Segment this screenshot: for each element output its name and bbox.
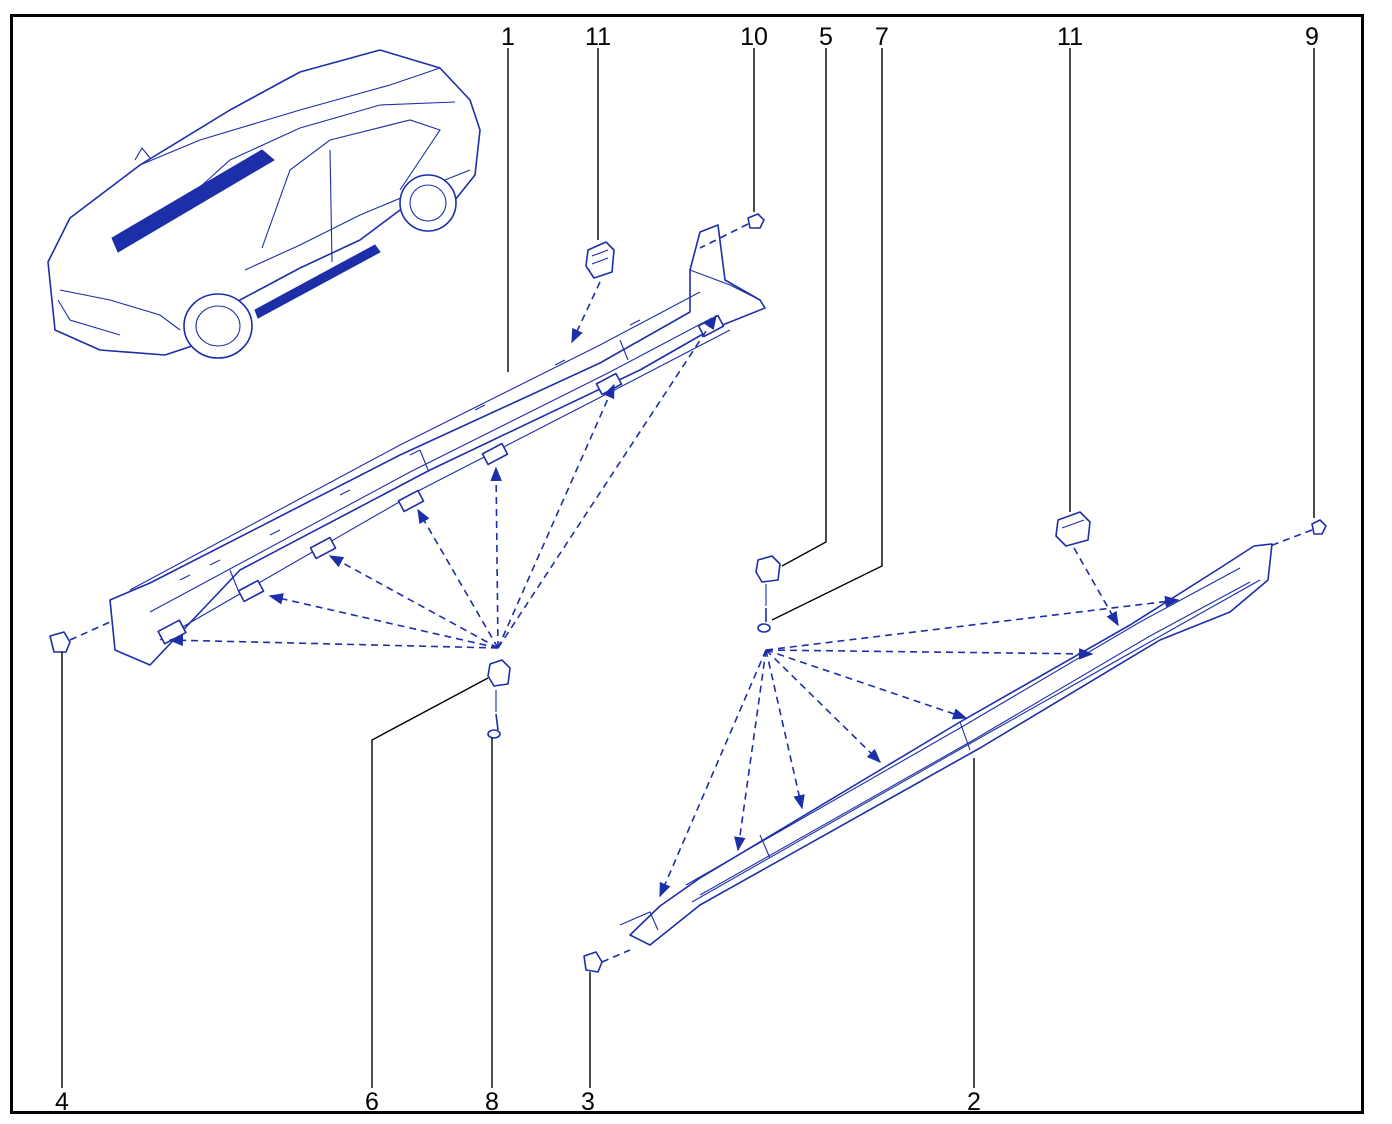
trim-clip-6-icon bbox=[487, 659, 511, 687]
trim-clip-5-icon bbox=[755, 555, 781, 583]
callout-8: 8 bbox=[485, 1088, 499, 1116]
callout-2: 2 bbox=[967, 1088, 981, 1116]
callout-6: 6 bbox=[365, 1088, 379, 1116]
trim-screw-8-icon bbox=[487, 713, 501, 739]
leader-lines bbox=[61, 48, 1315, 1088]
assembly-arrows-front bbox=[69, 223, 749, 712]
callout-1: 1 bbox=[501, 23, 515, 51]
trim-screw-7-icon bbox=[757, 608, 771, 633]
car-location-icon bbox=[47, 49, 481, 359]
callout-11-top: 11 bbox=[585, 23, 611, 51]
trim-fastener-4-icon bbox=[49, 631, 71, 653]
callout-3: 3 bbox=[581, 1088, 595, 1116]
callout-4: 4 bbox=[55, 1088, 69, 1116]
trim-nut-9-icon bbox=[1311, 519, 1327, 535]
callout-9: 9 bbox=[1305, 23, 1319, 51]
trim-clip-11-top-icon bbox=[585, 241, 615, 279]
callout-11-right: 11 bbox=[1057, 23, 1083, 51]
assembly-arrows-rear bbox=[601, 529, 1313, 963]
diagram-frame bbox=[10, 14, 1364, 1114]
trim-clip-11-bottom-icon bbox=[1055, 511, 1091, 547]
callout-labels: 1 11 10 5 7 11 9 4 6 8 3 2 bbox=[55, 23, 1319, 1116]
callout-5: 5 bbox=[819, 23, 833, 51]
callout-7: 7 bbox=[875, 23, 889, 51]
trim-nut-10-icon bbox=[747, 213, 765, 229]
callout-10: 10 bbox=[740, 23, 768, 51]
sill-trim-rear-icon bbox=[619, 543, 1273, 946]
trim-fastener-3-icon bbox=[583, 951, 603, 973]
